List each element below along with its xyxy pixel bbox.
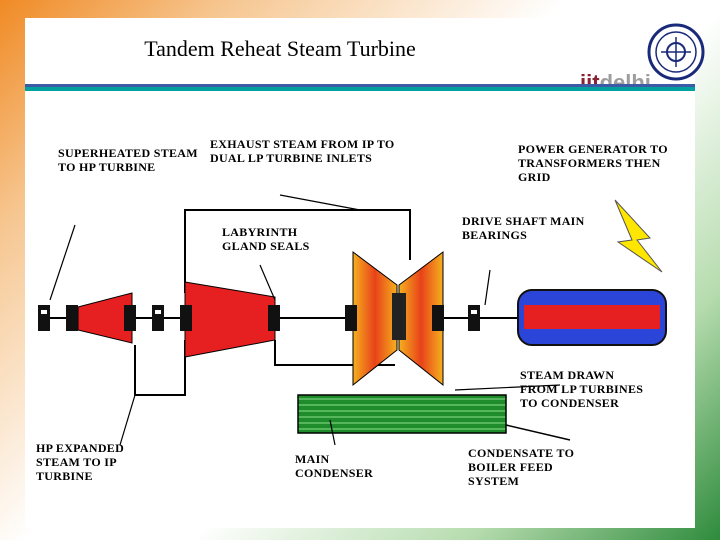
hp-turbine	[77, 292, 133, 344]
label-steam-drawn: STEAM DRAWN FROM LP TURBINES TO CONDENSE…	[520, 368, 644, 410]
reheat-steam-pipe	[184, 209, 411, 293]
generator-core	[524, 305, 660, 329]
lp-turbine-right	[398, 251, 444, 387]
label-labyrinth-seals: LABYRINTH GLAND SEALS	[222, 225, 310, 253]
label-main-condenser: MAIN CONDENSER	[295, 452, 374, 480]
page-title: Tandem Reheat Steam Turbine	[144, 36, 416, 61]
hp-exhaust-pipe	[134, 340, 186, 396]
header-rule-teal	[25, 87, 695, 91]
label-hp-expanded-steam: HP EXPANDED STEAM TO IP TURBINE	[36, 441, 125, 483]
label-drive-shaft: DRIVE SHAFT MAIN BEARINGS	[462, 214, 585, 242]
lightning-bolt-icon	[614, 199, 663, 273]
slide: Tandem Reheat Steam Turbine iitdelhi	[25, 18, 695, 528]
main-condenser	[297, 394, 507, 434]
label-condensate: CONDENSATE TO BOILER FEED SYSTEM	[468, 446, 575, 488]
lp-turbine-hub	[392, 293, 406, 340]
condensate-line	[505, 424, 571, 441]
label-superheated-steam: SUPERHEATED STEAM TO HP TURBINE	[58, 146, 198, 174]
ip-turbine	[184, 281, 276, 358]
label-power-generator: POWER GENERATOR TO TRANSFORMERS THEN GRI…	[518, 142, 668, 184]
iit-delhi-emblem-icon	[647, 23, 705, 81]
header-rule-blue	[25, 84, 695, 87]
label-exhaust-steam: EXHAUST STEAM FROM IP TO DUAL LP TURBINE…	[210, 137, 395, 165]
lp-turbine-left	[352, 251, 398, 387]
label-leaders	[49, 194, 561, 446]
